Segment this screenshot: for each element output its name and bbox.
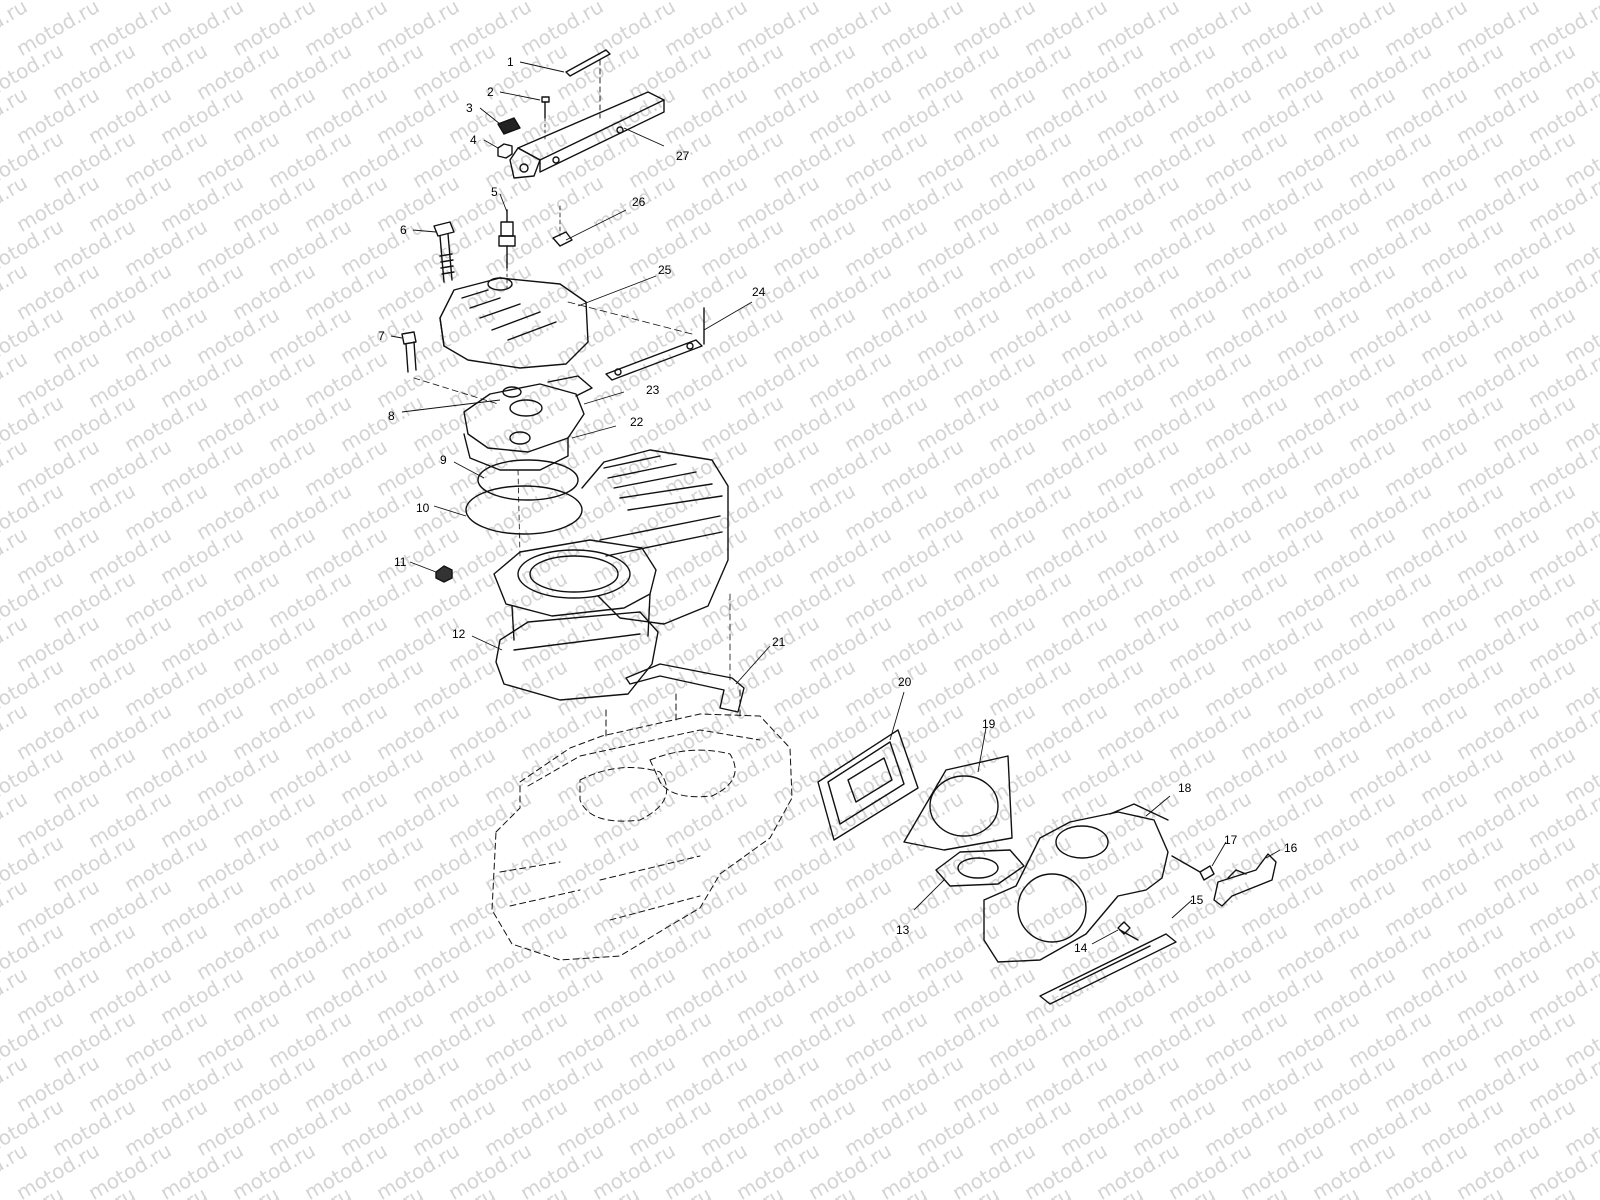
part-9-gasket [477,459,579,501]
part-27-rail [509,59,665,179]
cylinder-rear [581,449,729,625]
callout-10: 10 [416,501,430,515]
part-15-strap [1039,933,1177,1005]
callout-9: 9 [440,453,447,467]
part-16-bracket [1213,853,1277,907]
part-12-cylinder [493,539,659,701]
crankcase-outline [491,689,793,961]
callout-1: 1 [507,55,514,69]
callout-25: 25 [658,263,672,277]
part-10-oring [465,469,583,557]
callout-13: 13 [896,923,910,937]
callout-20: 20 [898,675,912,689]
callout-11: 11 [394,555,407,569]
callout-17: 17 [1224,833,1238,847]
part-2-screw [541,96,550,141]
callout-4: 4 [470,133,477,147]
callout-24: 24 [752,285,766,299]
callout-8: 8 [388,409,395,423]
part-25-head-cover [439,277,693,369]
leader-lines [390,61,1281,945]
part-21-gasket [625,593,745,713]
callout-16: 16 [1284,841,1298,855]
callout-labels: 1 2 3 4 5 6 7 8 9 10 11 12 13 14 15 16 1… [378,55,1298,955]
callout-12: 12 [452,627,466,641]
part-13-gasket [935,849,1025,887]
callout-19: 19 [982,717,996,731]
part-19-plate [903,755,1013,851]
part-3-plate [497,117,521,135]
part-24-bracket [605,307,705,381]
callout-18: 18 [1178,781,1192,795]
callout-15: 15 [1190,893,1204,907]
part-26-clip [552,205,573,247]
callout-3: 3 [466,101,473,115]
part-14-bolt [1117,921,1139,941]
callout-22: 22 [630,415,644,429]
part-7-bolt [401,331,499,405]
part-4-nut [497,143,513,159]
callout-6: 6 [400,223,407,237]
part-20-reed-valve [817,729,919,841]
callout-21: 21 [772,635,786,649]
callout-2: 2 [487,85,494,99]
callout-7: 7 [378,329,385,343]
callout-14: 14 [1074,941,1088,955]
callout-27: 27 [676,149,690,163]
callout-5: 5 [491,185,498,199]
part-1-bar [565,49,611,77]
callout-26: 26 [632,195,646,209]
callout-23: 23 [646,383,660,397]
part-6-bolt [433,221,455,283]
part-17-bolt [1171,855,1215,881]
part-23-cover [463,375,593,453]
part-22-head [463,431,569,471]
part-11-nut [435,565,453,583]
part-18-manifold [983,803,1169,963]
